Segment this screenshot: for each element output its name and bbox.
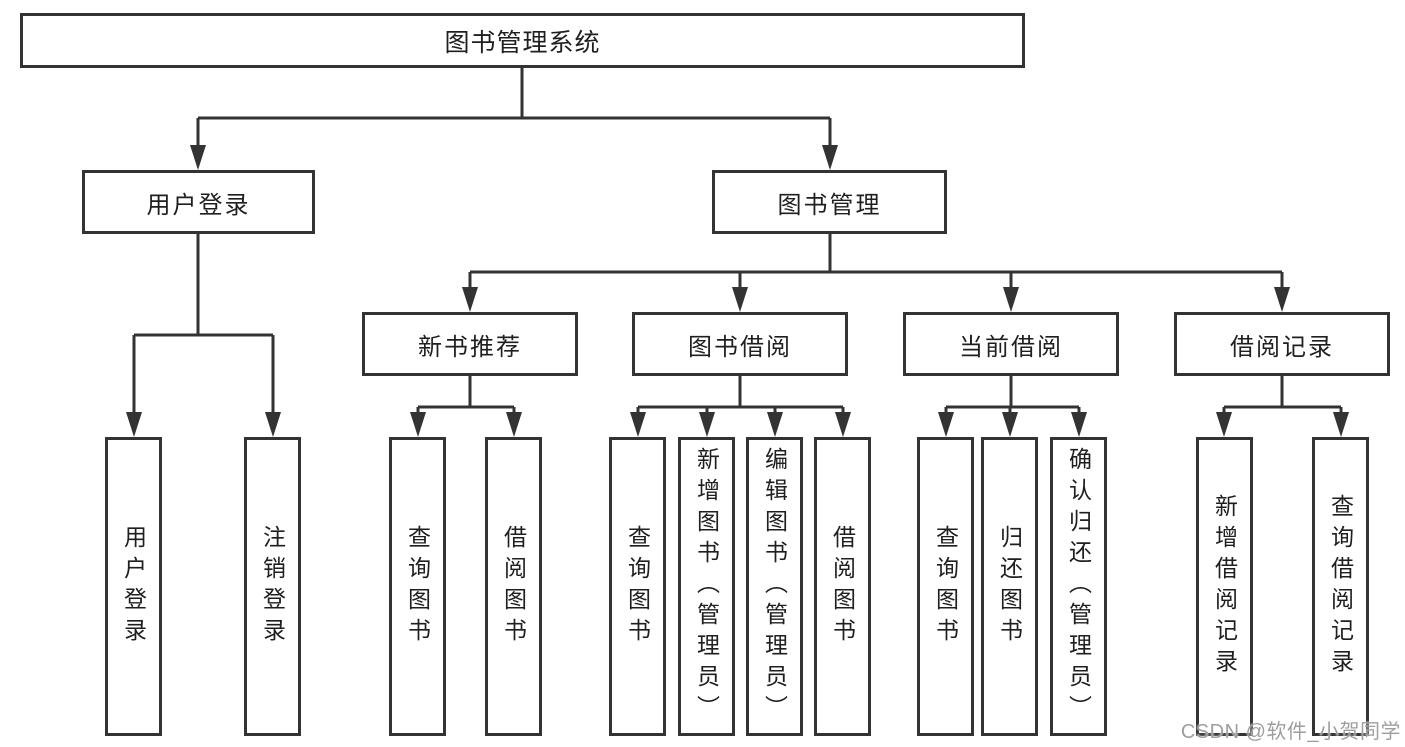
node-book-management: 图书管理 [712,170,947,234]
node-book-borrowing: 图书借阅 [632,312,848,376]
node-confirm-return-admin-label: 确认归还（管理员） [1065,447,1092,726]
node-logout-label: 注销登录 [259,524,286,649]
node-borrow-books-borrowing: 借阅图书 [814,437,871,736]
node-query-borrow-record-label: 查询借阅记录 [1327,493,1354,680]
node-query-books-borrowing-label: 查询图书 [624,524,651,649]
node-book-borrowing-label: 图书借阅 [688,333,792,361]
node-user-login: 用户登录 [82,170,315,234]
node-borrow-books-borrowing-label: 借阅图书 [829,524,856,649]
node-query-books-recommend-label: 查询图书 [404,524,431,649]
node-query-books-current-label: 查询图书 [932,524,959,649]
node-borrow-books-recommend-label: 借阅图书 [500,524,527,649]
arrowheads [126,145,1349,437]
node-return-books: 归还图书 [981,437,1038,736]
node-current-borrowing: 当前借阅 [903,312,1119,376]
node-query-borrow-record: 查询借阅记录 [1312,437,1369,736]
node-confirm-return-admin: 确认归还（管理员） [1050,437,1107,736]
node-root-label: 图书管理系统 [444,28,601,57]
node-current-borrowing-label: 当前借阅 [959,333,1063,361]
node-logout: 注销登录 [244,437,301,736]
node-query-books-borrowing: 查询图书 [609,437,666,736]
node-add-books-admin-label: 新增图书（管理员） [693,447,720,726]
node-user-login-label: 用户登录 [146,191,251,219]
node-user-login-leaf-label: 用户登录 [120,524,147,649]
node-user-login-leaf: 用户登录 [105,437,162,736]
node-book-management-label: 图书管理 [777,191,882,219]
node-query-books-recommend: 查询图书 [389,437,446,736]
node-new-book-recommend-label: 新书推荐 [418,333,522,361]
node-edit-books-admin-label: 编辑图书（管理员） [761,447,788,726]
csdn-watermark: CSDN @软件_小贺同学 [1180,721,1401,743]
node-add-borrow-record: 新增借阅记录 [1196,437,1253,736]
node-add-borrow-record-label: 新增借阅记录 [1211,493,1238,680]
node-root: 图书管理系统 [20,13,1025,68]
node-borrowing-records: 借阅记录 [1174,312,1390,376]
connector-shafts [132,68,1343,416]
node-query-books-current: 查询图书 [917,437,974,736]
node-return-books-label: 归还图书 [996,524,1023,649]
node-add-books-admin: 新增图书（管理员） [678,437,735,736]
node-edit-books-admin: 编辑图书（管理员） [746,437,803,736]
node-borrow-books-recommend: 借阅图书 [485,437,542,736]
node-new-book-recommend: 新书推荐 [362,312,578,376]
node-borrowing-records-label: 借阅记录 [1230,333,1334,361]
